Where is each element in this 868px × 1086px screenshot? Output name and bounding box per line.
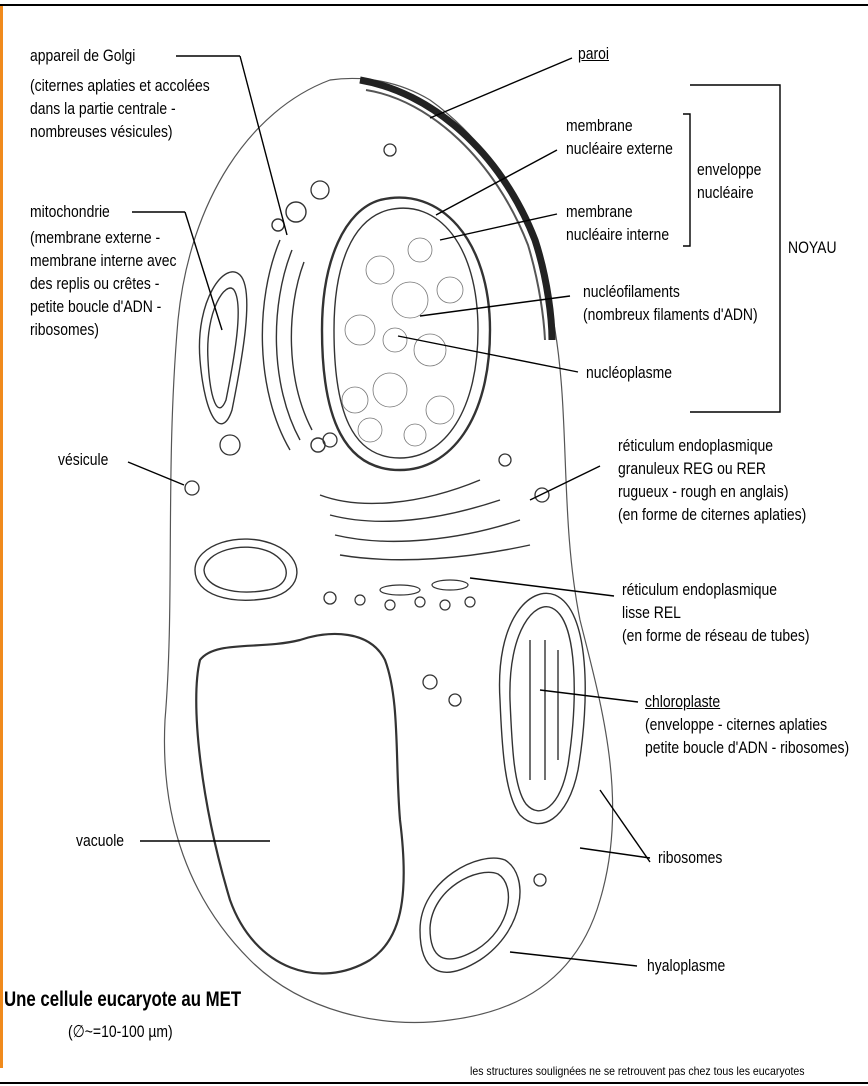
mitochondria [195,272,520,972]
label-enveloppe-1: enveloppe [697,158,761,181]
golgi-apparatus [262,202,325,452]
label-reg-1: réticulum endoplasmique [618,434,773,457]
label-nucleoplasme: nucléoplasme [586,361,672,384]
label-reg-4: (en forme de citernes aplaties) [618,503,806,526]
vacuole [196,634,404,973]
chloroplast [500,593,586,823]
label-golgi-detail-2: dans la partie centrale - [30,97,176,120]
label-membrane-interne-1: membrane [566,200,633,223]
caption-size: (∅~=10-100 µm) [68,1020,173,1043]
label-rel-1: réticulum endoplasmique [622,578,777,601]
label-membrane-externe-2: nucléaire externe [566,137,673,160]
label-ribosomes: ribosomes [658,846,722,869]
caption-title: Une cellule eucaryote au MET [4,988,241,1011]
label-reg-2: granuleux REG ou RER [618,457,766,480]
label-mito-detail-3: des replis ou crêtes - [30,272,159,295]
label-vacuole: vacuole [76,829,124,852]
vesicles [185,144,549,886]
label-membrane-externe-1: membrane [566,114,633,137]
label-rel-2: lisse REL [622,601,681,624]
label-golgi-detail-3: nombreuses vésicules) [30,120,173,143]
label-rel-3: (en forme de réseau de tubes) [622,624,810,647]
label-mito-detail-2: membrane interne avec [30,249,176,272]
label-golgi-detail-1: (citernes aplaties et accolées [30,74,210,97]
label-reg-3: rugueux - rough en anglais) [618,480,788,503]
label-chloro-detail-2: petite boucle d'ADN - ribosomes) [645,736,849,759]
nucleus [322,198,490,470]
footnote: les structures soulignées ne se retrouve… [470,1060,805,1083]
label-hyaloplasme: hyaloplasme [647,954,725,977]
label-nucleofilaments: nucléofilaments [583,280,680,303]
label-enveloppe-2: nucléaire [697,181,754,204]
rough-er [320,480,530,560]
label-mito-detail-1: (membrane externe - [30,226,160,249]
label-golgi: appareil de Golgi [30,44,135,67]
label-chloro-detail-1: (enveloppe - citernes aplaties [645,713,827,736]
label-nucleofilaments-detail: (nombreux filaments d'ADN) [583,303,758,326]
label-chloroplaste: chloroplaste [645,690,720,713]
label-mitochondrie: mitochondrie [30,200,110,223]
label-vesicule: vésicule [58,448,108,471]
label-paroi: paroi [578,42,609,65]
label-noyau: NOYAU [788,236,837,259]
label-mito-detail-4: petite boucle d'ADN - [30,295,161,318]
smooth-er [355,580,475,610]
label-mito-detail-5: ribosomes) [30,318,99,341]
label-membrane-interne-2: nucléaire interne [566,223,669,246]
